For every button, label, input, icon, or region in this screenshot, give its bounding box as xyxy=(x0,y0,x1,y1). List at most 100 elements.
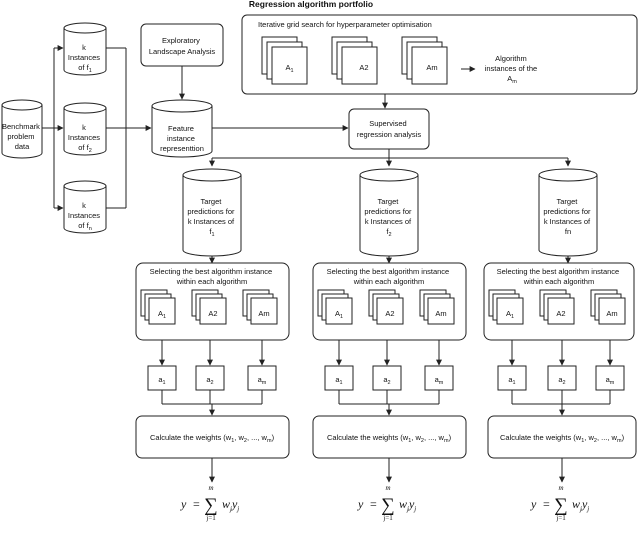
grid-algo-stack-2: A2 xyxy=(331,36,378,85)
best-instance-a1: a1 xyxy=(324,365,354,391)
weighted-sum-formula: y = ∑ m j=1 wjyj xyxy=(530,484,589,522)
instance-db-1-label: k Instances of f1 xyxy=(68,43,102,74)
svg-text:j=1: j=1 xyxy=(205,514,216,522)
diagram-title: Regression algorithm portfolio xyxy=(249,0,373,9)
instance-db-n: k Instances of fn xyxy=(63,180,107,234)
select-algo-stack-1: A1 xyxy=(140,289,176,325)
weights-label: Calculate the weights (w1, w2, ..., wm) xyxy=(327,433,452,444)
grid-search-box: Iterative grid search for hyperparameter… xyxy=(241,14,638,95)
pipeline-column-2: Target predictions for k Instances of f2… xyxy=(312,168,467,522)
svg-text:y: y xyxy=(530,497,537,511)
svg-text:=: = xyxy=(193,497,200,511)
instance-db-1: k Instances of f1 xyxy=(63,22,107,76)
svg-text:A1: A1 xyxy=(335,309,343,320)
select-algo-stack-2: A2 xyxy=(191,289,227,325)
svg-text:=: = xyxy=(370,497,377,511)
select-best-box: Selecting the best algorithm instance wi… xyxy=(483,262,635,341)
svg-text:a2: a2 xyxy=(383,375,390,386)
select-best-label: Selecting the best algorithm instance wi… xyxy=(327,267,452,286)
feature-fanin-connectors xyxy=(106,47,152,209)
svg-text:a2: a2 xyxy=(206,375,213,386)
algorithm-instances-label: Algorithm instances of the Am xyxy=(485,54,540,85)
benchmark-fanout-connectors xyxy=(42,45,64,211)
target-label: Target predictions for k Instances of fn xyxy=(543,197,592,236)
grid-search-title: Iterative grid search for hyperparameter… xyxy=(258,20,432,29)
target-cylinder: Target predictions for k Instances of f2 xyxy=(359,168,419,257)
best-instance-a2: a2 xyxy=(547,365,577,391)
svg-text:A2: A2 xyxy=(556,309,565,318)
ela-label: Exploratory Landscape Analysis xyxy=(149,36,216,56)
svg-text:A1: A1 xyxy=(158,309,166,320)
instance-db-2: k Instances of f2 xyxy=(63,102,107,156)
best-instance-am: am xyxy=(595,365,625,391)
select-best-box: Selecting the best algorithm instance wi… xyxy=(312,262,467,341)
instance-db-2-label: k Instances of f2 xyxy=(68,123,102,154)
svg-text:=: = xyxy=(543,497,550,511)
benchmark-data-cylinder: Benchmark problem data xyxy=(1,99,43,159)
svg-text:y: y xyxy=(180,497,187,511)
grid-algo-label-1: A1 xyxy=(285,63,293,74)
select-best-box: Selecting the best algorithm instance wi… xyxy=(135,262,290,341)
grid-algo-stack-1: A1 xyxy=(261,36,308,85)
svg-text:wjyj: wjyj xyxy=(399,497,416,513)
svg-text:Am: Am xyxy=(435,309,446,318)
benchmark-label: Benchmark problem data xyxy=(2,122,42,151)
svg-text:a1: a1 xyxy=(335,375,342,386)
select-algo-stack-m: Am xyxy=(419,289,455,325)
pipeline-column-n: Target predictions for k Instances of fn… xyxy=(483,168,637,522)
instance-db-n-label: k Instances of fn xyxy=(68,201,102,232)
svg-text:am: am xyxy=(606,375,615,386)
best-instance-am: am xyxy=(424,365,454,391)
svg-text:∑: ∑ xyxy=(204,495,218,516)
svg-text:j=1: j=1 xyxy=(382,514,393,522)
select-algo-stack-1: A1 xyxy=(317,289,353,325)
svg-text:∑: ∑ xyxy=(381,495,395,516)
supervised-split-connectors xyxy=(209,149,571,167)
svg-text:A2: A2 xyxy=(208,309,217,318)
svg-text:a1: a1 xyxy=(158,375,165,386)
grid-algo-label-m: Am xyxy=(426,63,437,72)
best-instance-am: am xyxy=(247,365,277,391)
best-instance-a1: a1 xyxy=(497,365,527,391)
svg-text:j=1: j=1 xyxy=(555,514,566,522)
svg-text:m: m xyxy=(208,484,213,492)
svg-text:a2: a2 xyxy=(558,375,565,386)
weights-label: Calculate the weights (w1, w2, ..., wm) xyxy=(150,433,275,444)
svg-text:Am: Am xyxy=(606,309,617,318)
select-algo-stack-2: A2 xyxy=(368,289,404,325)
weights-box: Calculate the weights (w1, w2, ..., wm) xyxy=(312,415,467,459)
target-cylinder: Target predictions for k Instances of f1 xyxy=(182,168,242,257)
svg-text:m: m xyxy=(558,484,563,492)
svg-text:Am: Am xyxy=(258,309,269,318)
svg-text:∑: ∑ xyxy=(554,495,568,516)
best-instance-a2: a2 xyxy=(372,365,402,391)
grid-algo-stack-m: Am xyxy=(401,36,448,85)
grid-algo-label-2: A2 xyxy=(359,63,368,72)
target-cylinder: Target predictions for k Instances of fn xyxy=(538,168,598,257)
weighted-sum-formula: y = ∑ m j=1 wjyj xyxy=(357,484,416,522)
pipeline-column-1: Target predictions for k Instances of f1… xyxy=(135,168,290,522)
feature-cylinder: Feature instance representtion xyxy=(151,99,213,158)
feature-label: Feature instance representtion xyxy=(160,124,204,153)
svg-text:am: am xyxy=(258,375,267,386)
svg-text:wjyj: wjyj xyxy=(222,497,239,513)
select-best-label: Selecting the best algorithm instance wi… xyxy=(150,267,275,286)
supervised-label: Supervised regression analysis xyxy=(357,119,421,139)
select-best-label: Selecting the best algorithm instance wi… xyxy=(497,267,622,286)
weights-box: Calculate the weights (w1, w2, ..., wm) xyxy=(487,415,637,459)
svg-text:A2: A2 xyxy=(385,309,394,318)
select-algo-stack-m: Am xyxy=(242,289,278,325)
best-instance-a2: a2 xyxy=(195,365,225,391)
svg-text:A1: A1 xyxy=(506,309,514,320)
weights-box: Calculate the weights (w1, w2, ..., wm) xyxy=(135,415,290,459)
svg-text:y: y xyxy=(357,497,364,511)
best-instance-a1: a1 xyxy=(147,365,177,391)
target-label: Target predictions for k Instances of f1 xyxy=(187,197,236,238)
svg-text:am: am xyxy=(435,375,444,386)
weighted-sum-formula: y = ∑ m j=1 wjyj xyxy=(180,484,239,522)
svg-text:m: m xyxy=(385,484,390,492)
target-label: Target predictions for k Instances of f2 xyxy=(364,197,413,238)
select-algo-stack-m: Am xyxy=(590,289,626,325)
supervised-regression-box: Supervised regression analysis xyxy=(348,108,430,150)
